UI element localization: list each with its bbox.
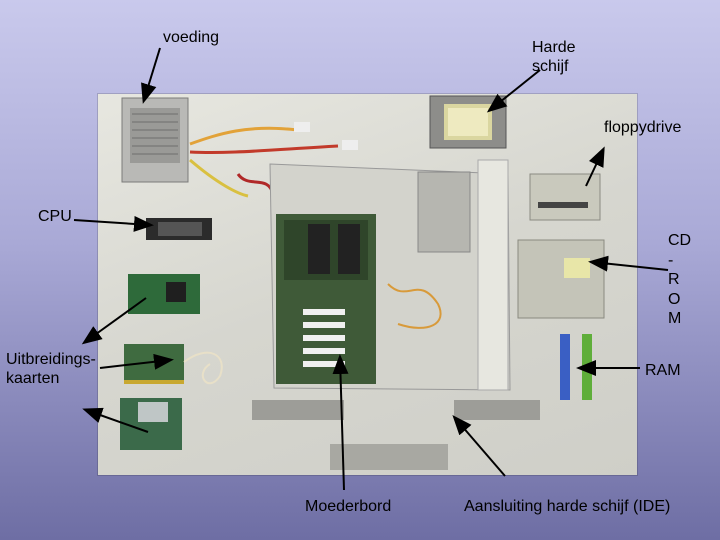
pc-components-photo	[98, 94, 637, 475]
arrow-kaarten-3	[82, 407, 149, 433]
label-cpu: CPU	[38, 208, 72, 225]
label-ram: RAM	[645, 362, 681, 379]
label-floppydrive: floppydrive	[604, 119, 682, 136]
arrow-cpu	[73, 215, 154, 232]
arrow-harde-schijf	[486, 69, 541, 113]
label-ide: Aansluiting harde schijf (IDE)	[464, 498, 671, 515]
computer-case	[269, 159, 511, 391]
arrow-voeding	[141, 47, 161, 104]
cdrom-drive	[517, 239, 605, 319]
arrow-ide	[452, 414, 506, 477]
label-cdrom: CD - R O M	[668, 232, 692, 327]
expansion-cards	[120, 274, 223, 450]
label-harde-schijf: Harde schijf	[532, 39, 576, 75]
arrow-kaarten-1	[81, 297, 147, 345]
label-voeding: voeding	[163, 29, 220, 46]
arrow-kaarten-2	[99, 353, 174, 370]
cpu-part	[146, 218, 212, 240]
ide-cables	[252, 400, 540, 470]
arrow-floppydrive	[585, 146, 605, 187]
arrow-cdrom	[588, 255, 669, 272]
power-supply	[121, 97, 358, 198]
label-uitbreidingskaarten: Uitbreidings- kaarten	[6, 351, 96, 387]
photo-illustration	[120, 95, 605, 470]
arrow-moederbord	[332, 354, 349, 491]
label-moederbord: Moederbord	[305, 498, 392, 515]
